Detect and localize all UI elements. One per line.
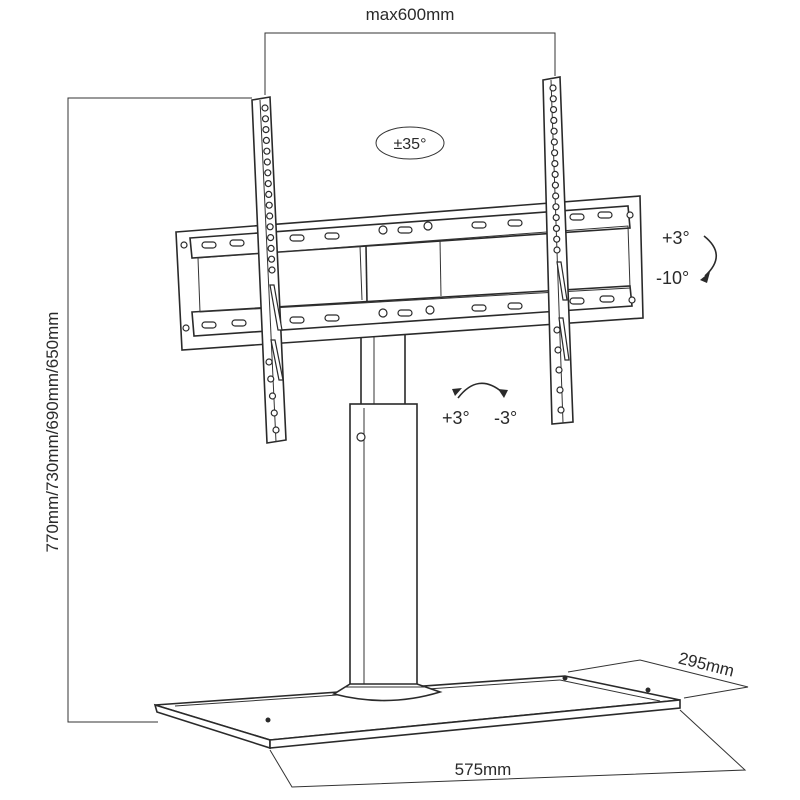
dimension-base-width-line: [269, 709, 747, 788]
arm-hole: [551, 170, 559, 178]
dimension-depth-line: [567, 659, 749, 699]
arm-hole: [557, 406, 565, 414]
label-vesa-width: max600mm: [366, 5, 455, 24]
arm-hole: [266, 212, 274, 220]
arm-hole: [261, 104, 269, 112]
arm-hole: [270, 409, 278, 417]
swivel-arrow-icon: [375, 126, 445, 160]
arm-hole: [267, 234, 275, 242]
arm-hole: [265, 201, 273, 209]
column: [349, 329, 418, 687]
arm-hole: [550, 138, 558, 146]
arm-hole: [549, 105, 558, 114]
arm-hole: [549, 95, 557, 103]
arm-slot: [556, 261, 568, 301]
arm-hole: [550, 116, 558, 125]
arm-hole: [267, 375, 275, 383]
arm-slot: [269, 284, 283, 331]
arm-hole: [553, 246, 561, 254]
tilt-arrow-icon: [700, 235, 718, 283]
arm-hole: [265, 190, 273, 198]
mounting-bracket: [175, 195, 644, 351]
arm-hole: [553, 235, 561, 243]
arm-hole: [551, 181, 560, 189]
arm-hole: [549, 84, 557, 92]
column-foot: [331, 683, 443, 702]
arm-hole: [272, 426, 280, 434]
label-level-minus: -3°: [494, 408, 517, 428]
arm-holes: [261, 84, 570, 434]
base-plate: [153, 675, 681, 750]
arm-hole: [556, 386, 564, 394]
label-swivel: ±35°: [394, 136, 427, 153]
arm-hole: [264, 180, 272, 188]
level-arrow-icon: [452, 382, 508, 399]
label-base-width: 575mm: [455, 760, 512, 779]
label-level-plus: +3°: [442, 408, 470, 428]
arm-hole: [267, 255, 276, 263]
arm-hole: [262, 136, 270, 144]
arm-hole: [552, 224, 561, 232]
arm-slot: [270, 339, 284, 381]
arm-hole: [266, 223, 274, 231]
label-tilt-down: -10°: [656, 268, 689, 288]
arm-hole: [268, 392, 277, 400]
dimension-width-line: [264, 32, 556, 95]
dimension-height-line: [67, 97, 252, 723]
arm-hole: [553, 326, 561, 334]
label-height-options: 770mm/730mm/690mm/650mm: [43, 312, 62, 553]
arm-hole: [263, 147, 271, 155]
arm-hole: [261, 115, 270, 123]
arm-hole: [550, 127, 558, 135]
arm-hole: [551, 160, 559, 168]
arm-slot: [558, 317, 570, 361]
arm-hole: [268, 266, 276, 274]
arm-hole: [267, 244, 275, 252]
arm-hole: [550, 149, 559, 157]
arm-hole: [262, 126, 270, 134]
label-tilt-up: +3°: [662, 228, 690, 248]
arm-hole: [554, 346, 562, 354]
arm-hole: [263, 158, 271, 166]
arm-hole: [265, 358, 273, 366]
arm-hole: [552, 203, 560, 211]
arm-hole: [555, 366, 563, 374]
arm-hole: [264, 169, 272, 177]
arm-hole: [552, 192, 560, 200]
label-base-depth: 295mm: [677, 649, 737, 681]
arm-hole: [552, 214, 560, 222]
